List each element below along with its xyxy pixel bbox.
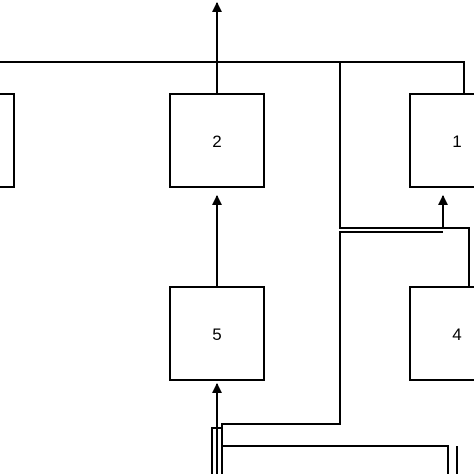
block-5: 5 <box>169 286 265 381</box>
block-left-partial <box>0 93 15 188</box>
block-4-label: 4 <box>452 325 461 344</box>
block-4: 4 <box>409 286 474 381</box>
block-2-label: 2 <box>212 132 221 151</box>
bottom-bus-frame <box>211 427 458 474</box>
block-1-label: 1 <box>452 132 461 151</box>
block-2: 2 <box>169 93 265 188</box>
feedback-connector-to-block1 <box>339 62 448 229</box>
bus-to-feedback-connector <box>221 231 443 474</box>
block4-output-connector <box>443 227 470 287</box>
top-bus-connector <box>0 61 465 94</box>
block-5-label: 5 <box>212 325 221 344</box>
block-1: 1 <box>409 93 474 188</box>
